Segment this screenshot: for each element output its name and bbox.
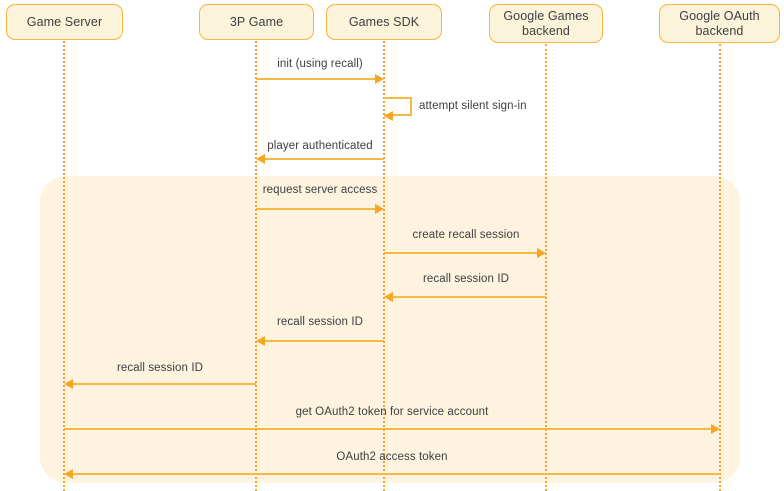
participant-label-google-games-backend-line2: backend [522,23,570,38]
message-line-request-server-access [256,208,376,210]
message-label-oauth2-access-token: OAuth2 access token [336,451,448,463]
participant-google-games-backend[interactable]: Google Games backend [489,4,603,43]
lifeline-game-server [63,41,65,491]
arrow-head-recall-session-id-game-to-server [64,379,73,389]
participant-label-third-party-game: 3P Game [229,14,284,29]
participant-label-google-games-backend-line1: Google Games [503,8,589,23]
message-line-player-authenticated [264,158,384,160]
arrow-head-init-using-recall [375,74,384,84]
message-line-recall-session-id-game-to-server [72,383,256,385]
participant-third-party-game[interactable]: 3P Game [199,4,314,40]
participant-label-google-oauth-backend-line1: Google OAuth [679,8,760,23]
message-label-recall-session-id-game-to-server: recall session ID [116,362,204,374]
participant-label-google-oauth-backend-line2: backend [695,23,744,38]
arrow-head-oauth2-access-token [64,469,73,479]
message-label-player-authenticated: player authenticated [267,140,373,152]
server-access-highlight-region [40,176,740,483]
participant-label-game-server: Game Server [26,14,103,29]
lifeline-third-party-game [255,41,257,491]
arrow-head-player-authenticated [256,154,265,164]
message-loop-attempt-silent-sign-in [384,97,412,116]
message-line-get-oauth2-token [64,428,712,430]
lifeline-games-sdk [383,41,385,491]
arrow-head-request-server-access [375,204,384,214]
participant-google-oauth-backend[interactable]: Google OAuth backend [659,4,780,43]
participant-games-sdk[interactable]: Games SDK [326,4,442,40]
arrow-head-recall-session-id-sdk-to-game [256,336,265,346]
arrow-head-create-recall-session [537,248,546,258]
message-label-init-using-recall: init (using recall) [277,58,363,70]
arrow-head-attempt-silent-sign-in [384,111,393,121]
message-label-create-recall-session: create recall session [412,229,520,241]
message-line-recall-session-id-backend-to-sdk [392,296,546,298]
participant-label-games-sdk: Games SDK [348,14,420,29]
message-label-recall-session-id-sdk-to-game: recall session ID [276,316,364,328]
lifeline-google-games-backend [545,44,547,491]
message-label-get-oauth2-token: get OAuth2 token for service account [295,406,489,418]
arrow-head-get-oauth2-token [711,424,720,434]
message-line-create-recall-session [384,252,538,254]
message-label-request-server-access: request server access [262,184,378,196]
message-line-init-using-recall [256,78,376,80]
arrow-head-recall-session-id-backend-to-sdk [384,292,393,302]
message-line-oauth2-access-token [72,473,720,475]
message-label-attempt-silent-sign-in: attempt silent sign-in [419,100,527,112]
message-line-recall-session-id-sdk-to-game [264,340,384,342]
message-label-recall-session-id-backend-to-sdk: recall session ID [422,273,510,285]
participant-game-server[interactable]: Game Server [6,4,123,40]
lifeline-google-oauth-backend [719,44,721,491]
